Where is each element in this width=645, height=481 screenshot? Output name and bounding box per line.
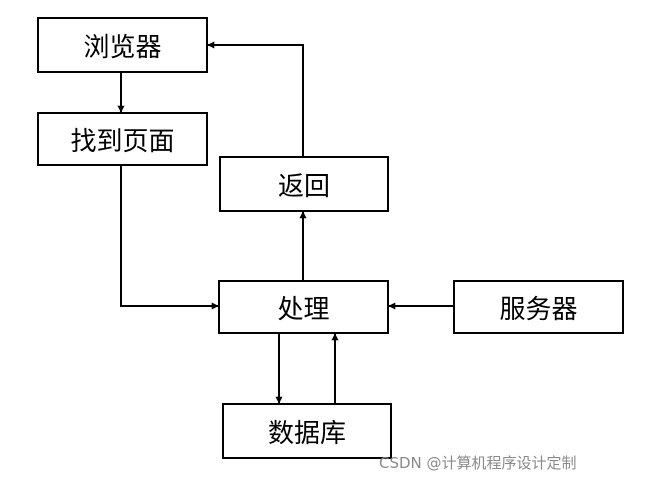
node-find-page-label: 找到页面 — [70, 126, 175, 157]
node-process: 处理 — [218, 280, 389, 334]
node-return: 返回 — [219, 156, 389, 212]
node-database: 数据库 — [222, 403, 392, 459]
node-server: 服务器 — [453, 280, 624, 334]
node-browser: 浏览器 — [37, 17, 208, 73]
node-server-label: 服务器 — [499, 294, 578, 325]
node-database-label: 数据库 — [267, 418, 346, 449]
arrow-findpage-to-process — [120, 166, 219, 310]
arrow-return-to-browser — [207, 41, 304, 156]
node-browser-label: 浏览器 — [83, 32, 162, 63]
node-find-page: 找到页面 — [37, 112, 208, 166]
node-return-label: 返回 — [277, 171, 330, 202]
watermark: CSDN @计算机程序设计定制 — [379, 454, 577, 472]
node-process-label: 处理 — [277, 294, 330, 325]
